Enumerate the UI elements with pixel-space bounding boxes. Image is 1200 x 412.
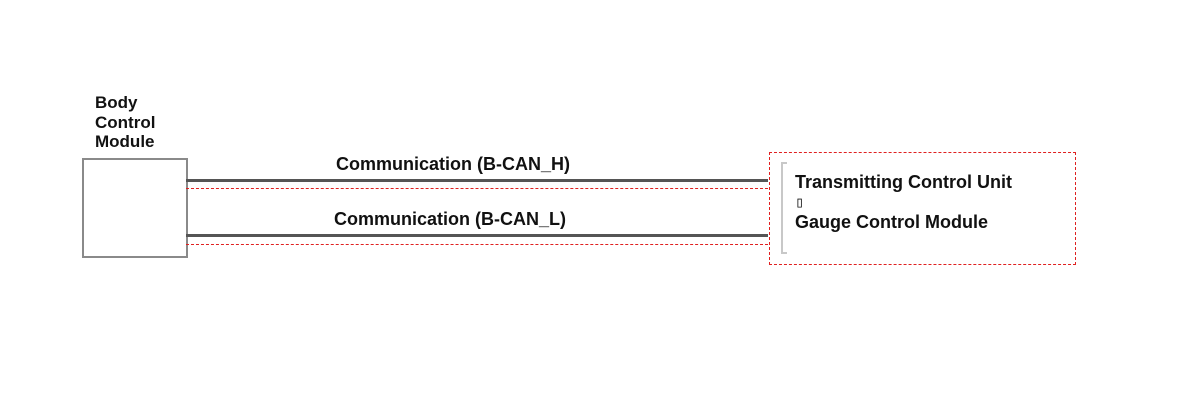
bcm-label-line-3: Module [95,132,155,151]
receiver-label-line-2: ▯Gauge Control Module [795,192,1012,232]
connector-bracket [781,162,787,254]
b-can-h-wire [186,179,768,182]
receiver-label: Transmitting Control Unit ▯Gauge Control… [795,172,1012,232]
bcm-label-line-2: Control [95,112,156,132]
b-can-l-highlight-line [186,244,768,245]
bcm-label-line-1: Body [95,93,138,112]
receiver-label-line-1: Transmitting Control Unit [795,172,1012,192]
b-can-h-highlight-line [186,188,768,189]
b-can-h-label: Communication (B-CAN_H) [336,154,570,174]
body-control-module-box [82,158,188,258]
gauge-control-module-box [769,152,1076,265]
b-can-l-wire [186,234,768,237]
unknown-glyph-icon: ▯ [795,193,805,211]
body-control-module-label: Body Control Module [95,93,185,152]
b-can-l-label: Communication (B-CAN_L) [334,209,566,229]
gauge-control-module-text: Gauge Control Module [795,212,988,232]
